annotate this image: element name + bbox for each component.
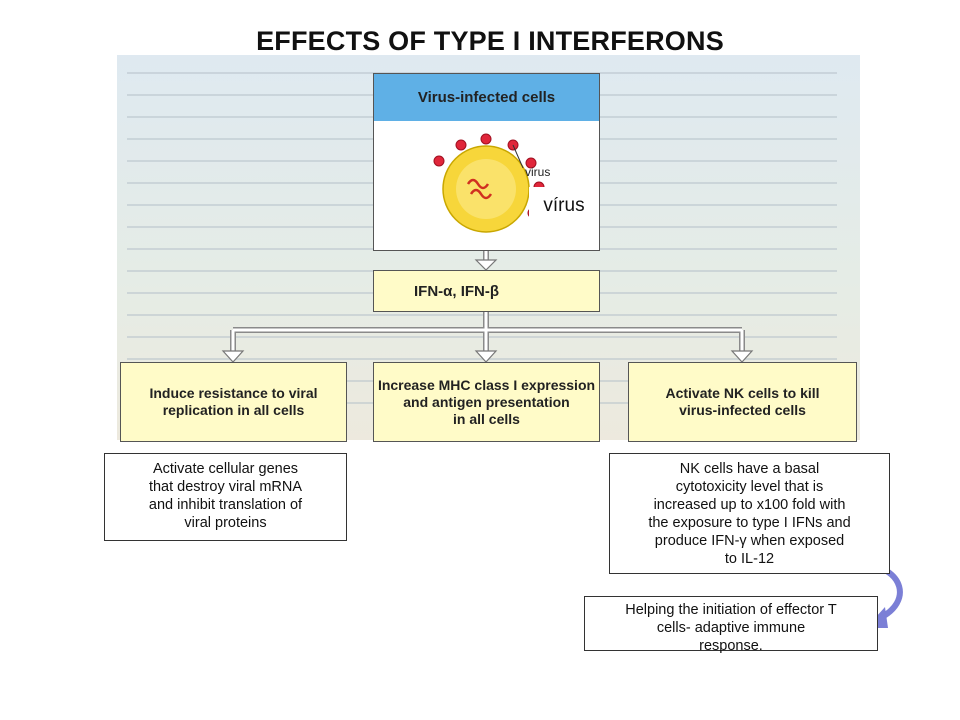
note-line: NK cells have a basal	[679, 461, 820, 477]
ifn-box: IFN-α, IFN-β	[373, 270, 600, 312]
effect-line: Induce resistance to viral	[149, 385, 318, 401]
effect-line: Increase MHC class I expression	[377, 376, 596, 393]
note-line: cells- adaptive immune	[656, 620, 806, 636]
effect-box-viral-resistance: Induce resistance to viral replication i…	[120, 362, 347, 442]
arrowhead-to-left-box	[221, 350, 245, 363]
arrowhead-to-mid-box	[474, 350, 498, 363]
virus-small-label: virus	[525, 165, 550, 179]
effect-line: Activate NK cells to kill	[665, 385, 820, 401]
note-line: cytotoxicity level that is	[675, 479, 824, 495]
virus-infected-cells-header: Virus-infected cells	[373, 73, 600, 121]
note-cellular-genes: Activate cellular genes that destroy vir…	[104, 453, 347, 541]
effect-line: virus-infected cells	[679, 402, 806, 418]
note-line: that destroy viral mRNA	[148, 479, 303, 495]
effect-line: in all cells	[453, 410, 520, 427]
note-line: Activate cellular genes	[152, 461, 299, 477]
effect-box-mhc-expression: Increase MHC class I expression and anti…	[373, 362, 600, 442]
virus-particles-icon	[433, 133, 545, 219]
note-line: and inhibit translation of	[148, 497, 303, 513]
note-line: the exposure to type I IFNs and	[648, 515, 851, 531]
note-line: increased up to x100 fold with	[653, 497, 846, 513]
virus-tag: vírus	[529, 187, 599, 225]
infected-cell-illustration: virus	[433, 133, 550, 233]
arrowhead-to-right-box	[730, 350, 754, 363]
note-nk-cells: NK cells have a basal cytotoxicity level…	[609, 453, 890, 574]
note-line: produce IFN-γ when exposed	[654, 533, 845, 549]
note-line: to IL-12	[724, 551, 775, 567]
note-line: viral proteins	[184, 515, 267, 531]
arrowhead-to-ifn	[474, 259, 498, 271]
page-title: EFFECTS OF TYPE I INTERFERONS	[256, 26, 724, 56]
note-adaptive-immunity: Helping the initiation of effector T cel…	[584, 596, 878, 654]
virus-infected-cells-label: Virus-infected cells	[417, 89, 556, 106]
note-line: Helping the initiation of effector T	[625, 602, 837, 618]
note-line: response.	[699, 638, 763, 654]
ifn-label: IFN-α, IFN-β	[414, 282, 500, 300]
effect-line: and antigen presentation	[403, 393, 570, 410]
effect-box-nk-activation: Activate NK cells to kill virus-infected…	[628, 362, 857, 442]
viral-rna-icon	[466, 178, 490, 190]
effect-line: replication in all cells	[162, 402, 305, 418]
